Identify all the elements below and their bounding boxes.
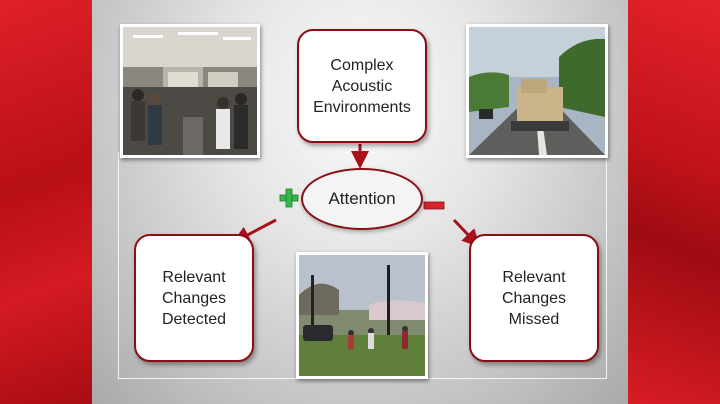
slide: Complex Acoustic Environments Attention … bbox=[92, 0, 628, 404]
changes-missed-box: Relevant Changes Missed bbox=[469, 234, 599, 362]
top-box-label: Complex Acoustic Environments bbox=[313, 56, 411, 116]
attention-node: Attention bbox=[301, 168, 423, 230]
left-box-label: Relevant Changes Detected bbox=[161, 268, 227, 328]
complex-acoustic-environments-box: Complex Acoustic Environments bbox=[297, 29, 427, 143]
crowded-poster-hall-photo bbox=[120, 24, 260, 158]
right-box-label: Relevant Changes Missed bbox=[501, 268, 567, 328]
park-crowd-photo bbox=[296, 252, 428, 379]
changes-detected-box: Relevant Changes Detected bbox=[134, 234, 254, 362]
background-left-panel bbox=[0, 0, 92, 404]
background-right-panel bbox=[628, 0, 720, 404]
highway-truck-photo bbox=[466, 24, 608, 158]
attention-label: Attention bbox=[328, 189, 396, 208]
